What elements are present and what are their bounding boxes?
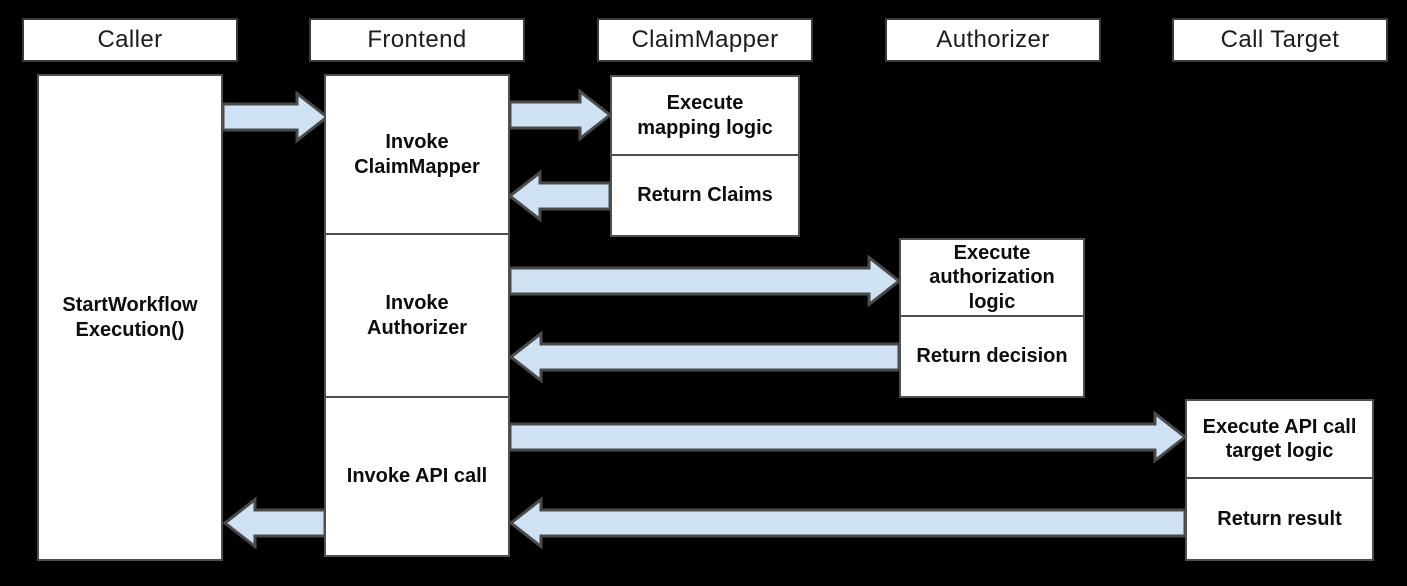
arrow-frontend-to-calltarget (508, 410, 1188, 464)
step-label: Invoke ClaimMapper (354, 131, 480, 178)
actor-header-authorizer: Authorizer (885, 18, 1101, 62)
arrow-authorizer-to-frontend (508, 330, 901, 384)
step-return-claims: Return Claims (612, 156, 798, 235)
actor-header-caller: Caller (22, 18, 238, 62)
step-execute-authorization-logic: Execute authorization logic (901, 240, 1083, 317)
step-label: StartWorkflow Execution() (62, 294, 198, 341)
authorizer-activation-box: Execute authorization logic Return decis… (899, 238, 1085, 398)
step-label: Return result (1217, 507, 1342, 530)
actor-label-calltarget: Call Target (1220, 26, 1340, 53)
step-return-result: Return result (1187, 479, 1372, 559)
step-label: Return Claims (637, 184, 773, 207)
step-label: Execute mapping logic (637, 92, 773, 139)
step-invoke-authorizer: Invoke Authorizer (326, 235, 508, 398)
arrow-claimmapper-to-frontend (507, 169, 612, 223)
actor-label-caller: Caller (97, 26, 163, 53)
arrow-frontend-to-claimmapper (508, 88, 613, 142)
step-invoke-claimmapper: Invoke ClaimMapper (326, 76, 508, 235)
actor-header-calltarget: Call Target (1172, 18, 1388, 62)
step-execute-mapping-logic: Execute mapping logic (612, 77, 798, 156)
actor-label-authorizer: Authorizer (936, 26, 1050, 53)
actor-header-frontend: Frontend (309, 18, 525, 62)
arrow-frontend-to-caller (222, 496, 327, 550)
step-startworkflowexecution: StartWorkflow Execution() (39, 76, 221, 559)
arrow-calltarget-to-frontend (508, 496, 1187, 550)
actor-label-claimmapper: ClaimMapper (631, 26, 779, 53)
actor-header-claimmapper: ClaimMapper (597, 18, 813, 62)
step-label: Invoke API call (346, 465, 488, 488)
step-label: Return decision (916, 345, 1068, 368)
step-label: Invoke Authorizer (367, 292, 467, 339)
frontend-activation-box: Invoke ClaimMapper Invoke Authorizer Inv… (324, 74, 510, 557)
step-execute-api-call-target-logic: Execute API call target logic (1187, 401, 1372, 479)
arrow-caller-to-frontend (221, 90, 330, 144)
claimmapper-activation-box: Execute mapping logic Return Claims (610, 75, 800, 237)
arrow-frontend-to-authorizer (508, 254, 902, 308)
actor-label-frontend: Frontend (367, 26, 467, 53)
calltarget-activation-box: Execute API call target logic Return res… (1185, 399, 1374, 561)
step-invoke-api-call: Invoke API call (326, 398, 508, 555)
step-return-decision: Return decision (901, 317, 1083, 396)
step-label: Execute API call target logic (1202, 415, 1357, 462)
step-label: Execute authorization logic (929, 241, 1055, 313)
caller-activation-box: StartWorkflow Execution() (37, 74, 223, 561)
